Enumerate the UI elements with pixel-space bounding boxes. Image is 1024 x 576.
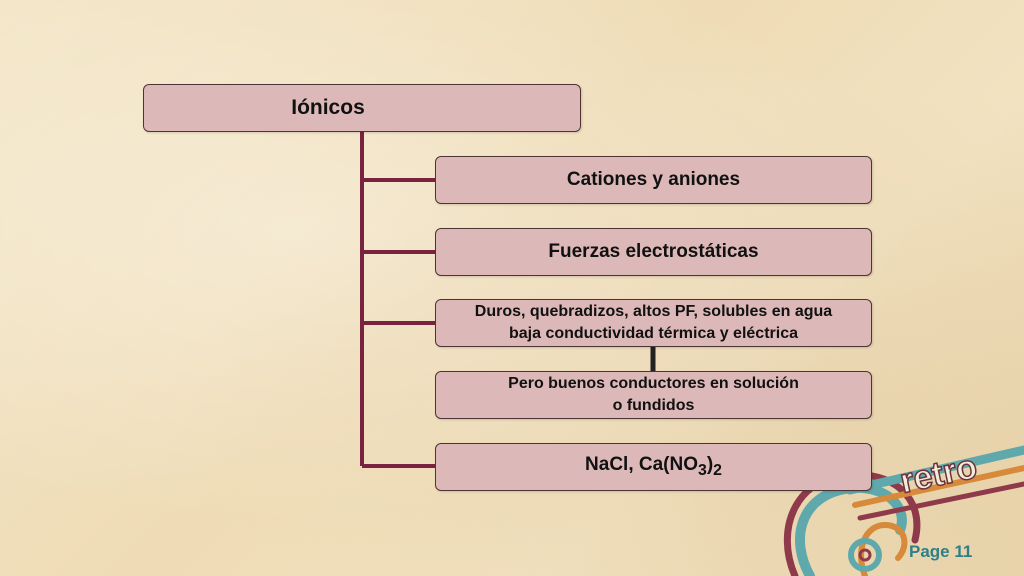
retro-swirl-icon: retro <box>783 445 1024 576</box>
formula-subscript-2: 2 <box>713 461 722 479</box>
formula-subscript-1: 3 <box>698 461 707 479</box>
formula-mid: ) <box>706 454 714 476</box>
child-node-line: Pero buenos conductores en solución <box>508 375 799 392</box>
formula-prefix: NaCl, Ca(NO <box>585 454 698 476</box>
child-node-line: o fundidos <box>612 397 695 414</box>
child-node-line: Duros, quebradizos, altos PF, solubles e… <box>474 303 833 320</box>
formula-label: NaCl, Ca(NO3)2 <box>585 454 722 480</box>
child-node-cations: Cationes y aniones <box>435 156 872 204</box>
child-node-line: baja conductividad térmica y eléctrica <box>508 325 798 342</box>
child-node-label: Fuerzas electrostáticas <box>548 241 759 262</box>
child-node-properties: Duros, quebradizos, altos PF, solubles e… <box>435 299 872 347</box>
root-node: Iónicos <box>143 84 581 132</box>
root-node-label: Iónicos <box>291 96 365 119</box>
child-node-forces: Fuerzas electrostáticas <box>435 228 872 276</box>
child-node-label: Cationes y aniones <box>566 169 741 190</box>
child-node-examples: NaCl, Ca(NO3)2 <box>435 443 872 491</box>
child-node-conductors: Pero buenos conductores en solución o fu… <box>435 371 872 419</box>
page-number: Page 11 <box>909 542 973 561</box>
